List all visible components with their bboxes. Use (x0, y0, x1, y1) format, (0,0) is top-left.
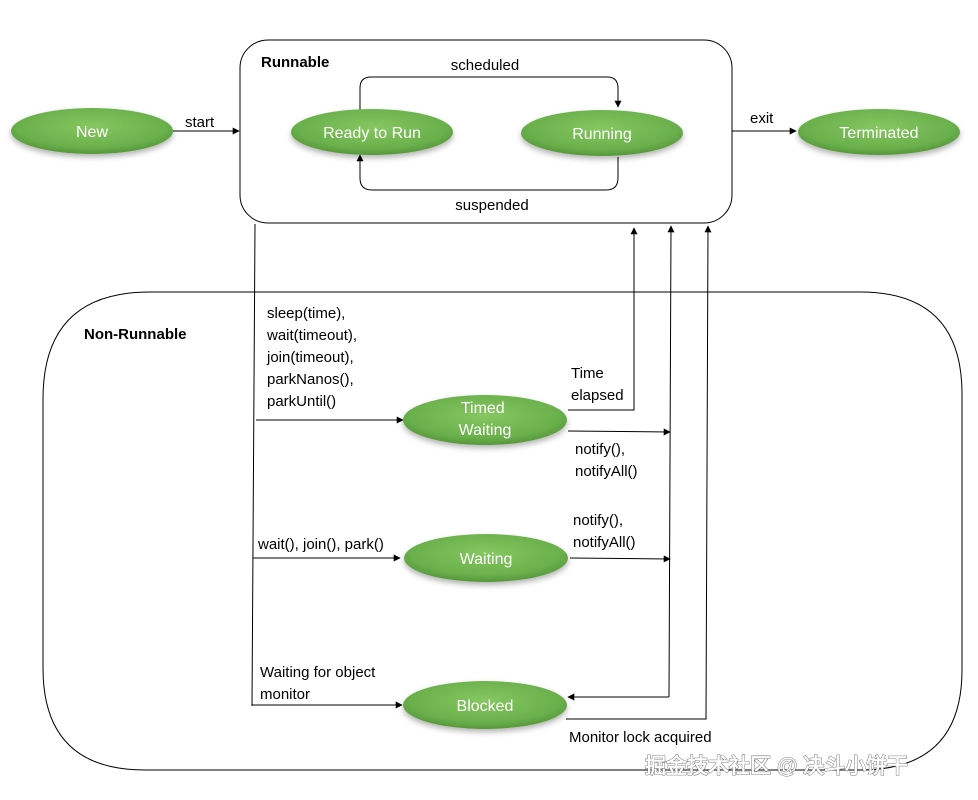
state-blocked (403, 681, 567, 729)
state-new-label: New (76, 124, 108, 141)
edge-notify-waiting (569, 555, 671, 563)
edge-scheduled (359, 76, 622, 110)
label-time-elapsed: Time elapsed (571, 365, 624, 404)
state-waiting (404, 534, 568, 582)
label-scheduled: scheduled (451, 57, 519, 74)
edge-time-elapsed (568, 227, 638, 411)
label-suspended: suspended (455, 197, 528, 214)
edge-suspended (356, 154, 619, 191)
label-wait-calls: wait(), join(), park() (257, 536, 384, 553)
label-monitor-lock-acquired: Monitor lock acquired (569, 729, 712, 746)
label-waiting-for-monitor: Waiting for object monitor (260, 664, 380, 703)
edge-monitor-lock-acquired (566, 225, 712, 720)
state-running (521, 110, 683, 156)
state-ready-to-run-label: Ready to Run (323, 125, 421, 142)
state-timed-waiting-line-1: Timed (461, 400, 505, 417)
state-blocked-label: Blocked (457, 698, 514, 715)
notify-trunk (667, 225, 675, 698)
state-timed-waiting (403, 395, 567, 445)
trunk-line (251, 223, 256, 707)
label-exit: exit (750, 110, 774, 127)
state-waiting-label: Waiting (460, 551, 513, 568)
label-notify-from-timed: notify(), notifyAll() (575, 441, 638, 480)
watermark-text: 掘金技术社区 @ 决斗小饼干 (645, 754, 908, 778)
state-running-label: Running (572, 126, 632, 143)
runnable-group-label: Runnable (261, 54, 329, 71)
state-terminated (798, 109, 960, 155)
state-terminated-label: Terminated (839, 125, 918, 142)
non-runnable-group-label: Non-Runnable (84, 326, 187, 343)
label-timed-wait-calls: sleep(time), wait(timeout), join(timeout… (266, 305, 361, 410)
state-timed-waiting-label: Timed Waiting (459, 400, 512, 439)
label-notify-from-waiting: notify(), notifyAll() (573, 512, 636, 551)
label-start: start (185, 114, 215, 131)
edge-notify-timed (567, 428, 671, 436)
state-ready-to-run (291, 109, 453, 155)
state-new (11, 108, 173, 154)
non-runnable-group (42, 291, 963, 771)
state-timed-waiting-line-2: Waiting (459, 422, 512, 439)
